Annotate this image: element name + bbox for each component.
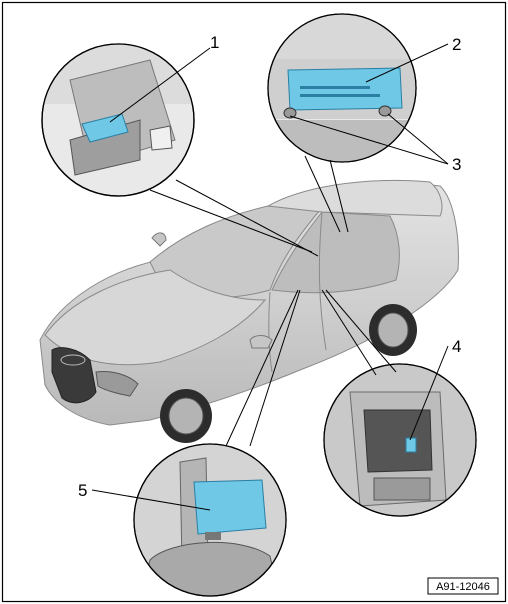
callout-3: 3 [452,155,461,174]
callout-1: 1 [210,33,219,52]
part-1-module [81,113,129,143]
reference-code: A91-12046 [436,581,490,593]
callout-5: 5 [78,481,87,500]
reference-box: A91-12046 [427,577,499,595]
part-3-fastener-right [378,105,392,117]
part-3-fastener-left [283,107,297,119]
vehicle-illustration [39,179,459,443]
detail-view-5 [133,443,287,597]
part-5-module [193,479,267,535]
callout-4: 4 [452,337,461,356]
detail-view-2 [267,13,417,163]
connector-lines [149,155,397,447]
detail-view-4 [323,363,477,517]
callout-leaders [91,43,449,511]
part-4-module [405,437,417,453]
callout-2: 2 [452,35,461,54]
